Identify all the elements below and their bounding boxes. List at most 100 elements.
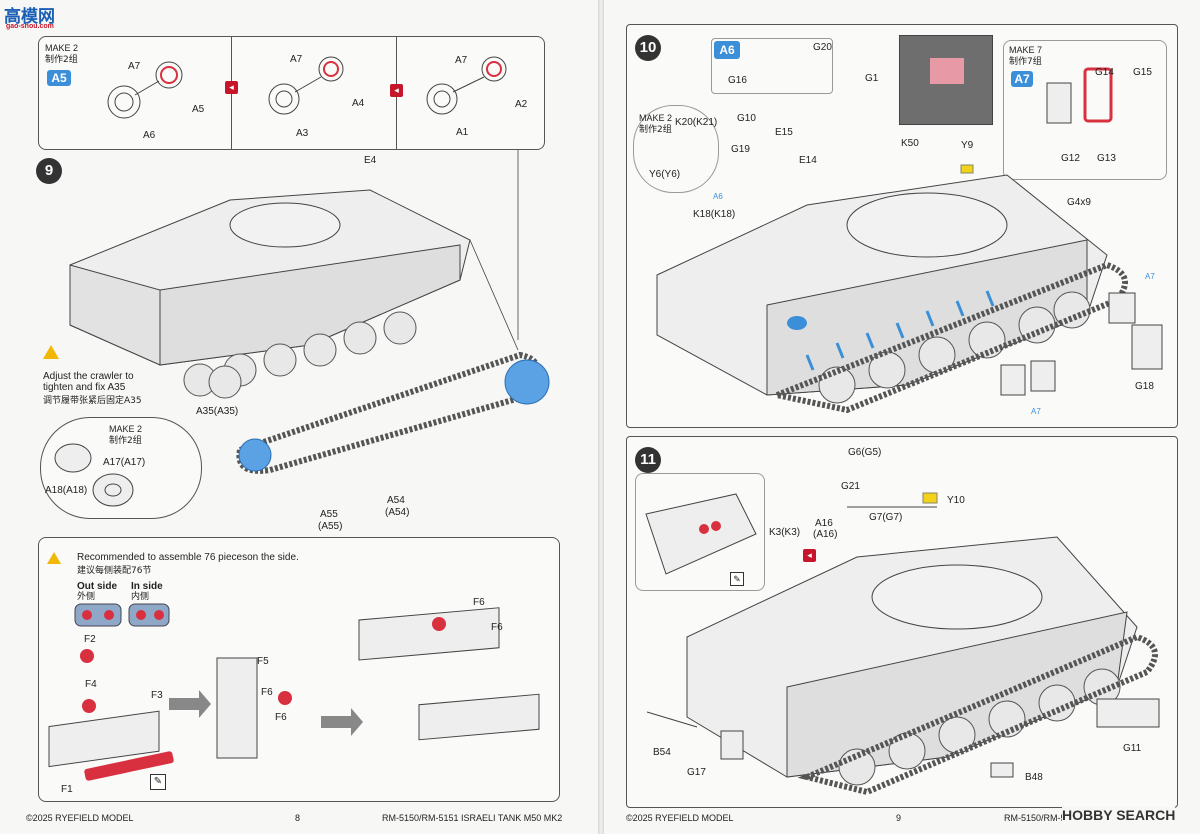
make2-box (633, 105, 719, 193)
a6-box (711, 38, 833, 94)
part-g16: G16 (728, 75, 747, 86)
out-side-label: Out side (77, 581, 118, 592)
part-k20: K20(K21) (675, 117, 718, 128)
part-a7: A7 (455, 55, 468, 66)
part-k18: K18(K18) (693, 209, 736, 220)
part-a4: A4 (352, 98, 365, 109)
part-a7: A7 (128, 61, 141, 72)
part-g4x9: G4x9 (1067, 197, 1091, 208)
swap-arrow-icon: ◂ (390, 84, 403, 97)
part-f2: F2 (84, 634, 96, 645)
step-number-11: 11 (635, 447, 661, 473)
part-k3: K3(K3) (769, 527, 801, 538)
recommend-text-cn: 建议每侧装配76节 (77, 566, 152, 576)
hull-track-illustration (69, 150, 550, 474)
part-a6: A6 (143, 130, 156, 141)
reference-photo (899, 35, 993, 125)
part-g17: G17 (687, 767, 706, 778)
part-a3: A3 (296, 128, 309, 139)
footer-page-number: 9 (896, 813, 902, 823)
sprocket-illustrations (107, 56, 507, 119)
part-f6: F6 (491, 622, 503, 633)
warning-text-en-2: tighten and fix A35 (43, 382, 126, 393)
part-a55: A55 (320, 509, 338, 520)
right-page: 10 A6 MAKE 7 制作7组 A7 MAKE 2 制作2组 (604, 0, 1200, 834)
step-number-9: 9 (36, 158, 62, 184)
part-a18: A18(A18) (45, 485, 88, 496)
hull-detail-illustration (645, 493, 757, 575)
part-g10: G10 (737, 113, 756, 124)
warning-text-en-1: Adjust the crawler to (43, 371, 134, 382)
make-label-cn: 制作2组 (45, 55, 78, 65)
inset-make-cn: 制作2组 (109, 436, 142, 446)
part-y9: Y9 (961, 140, 974, 151)
glue-icon: ✎ (150, 774, 166, 790)
part-k50: K50 (901, 138, 919, 149)
part-g21: G21 (841, 481, 860, 492)
part-badge-a7: A7 (1011, 71, 1033, 87)
part-g1: G1 (865, 73, 879, 84)
inset-make: MAKE 2 (109, 424, 143, 434)
sprocket-icon (107, 56, 507, 119)
site-logo: 高模网 gao-shou.com (4, 2, 76, 32)
step-10-panel: 10 A6 MAKE 7 制作7组 A7 MAKE 2 制作2组 (626, 24, 1178, 428)
make2-label: MAKE 2 (639, 113, 673, 123)
swap-arrow-icon: ◂ (803, 549, 816, 562)
make7-cn: 制作7组 (1009, 57, 1042, 67)
part-f1: F1 (61, 784, 73, 795)
part-a6-small: A6 (713, 192, 723, 201)
part-b48: B48 (1025, 772, 1043, 783)
warning-icon (47, 552, 61, 564)
part-b54: B54 (653, 747, 671, 758)
part-g6: G6(G5) (848, 447, 882, 458)
swap-arrow-icon: ◂ (225, 81, 238, 94)
part-g19: G19 (731, 144, 750, 155)
glue-icon: ✎ (730, 572, 744, 586)
part-g11: G11 (1123, 743, 1142, 754)
part-badge-a5: A5 (47, 70, 71, 86)
part-a35: A35(A35) (196, 406, 239, 417)
footer-copyright: ©2025 RYEFIELD MODEL (26, 813, 134, 823)
part-a16-paren: (A16) (813, 529, 838, 540)
part-a55-paren: (A55) (318, 521, 343, 532)
logo-text: 高模网 (4, 7, 55, 27)
part-g20: G20 (813, 42, 832, 53)
wheel-inset: MAKE 2 制作2组 A17(A17) A18(A18) (40, 417, 202, 519)
part-g14: G14 (1095, 67, 1114, 78)
track-assembly-panel: Recommended to assemble 76 pieceson the … (38, 537, 560, 802)
make-label: MAKE 2 (45, 43, 79, 53)
make2-cn: 制作2组 (639, 125, 672, 135)
part-g12: G12 (1061, 153, 1080, 164)
watermark: HOBBY SEARCH (1062, 807, 1176, 823)
a7-box (1003, 40, 1167, 180)
part-g13: G13 (1097, 153, 1116, 164)
part-g7: G7(G7) (869, 512, 903, 523)
step-number-10: 10 (635, 35, 661, 61)
part-a7-small: A7 (1031, 407, 1041, 416)
part-a7: A7 (290, 54, 303, 65)
step11-tank-illustration (646, 492, 1160, 796)
part-y6: Y6(Y6) (649, 169, 681, 180)
in-side-cn: 内侧 (131, 592, 150, 602)
part-a1: A1 (456, 127, 469, 138)
part-a16: A16 (815, 518, 833, 529)
track-link-illustrations (48, 603, 540, 781)
footer-copyright: ©2025 RYEFIELD MODEL (626, 813, 734, 823)
warning-icon (43, 345, 59, 359)
warning-text-cn: 调节履带张紧后固定A35 (43, 396, 142, 406)
part-f6: F6 (275, 712, 287, 723)
part-f3: F3 (151, 690, 163, 701)
road-wheel-icon (54, 443, 134, 507)
footer-title: RM-5150/RM-5151 ISRAELI TANK M50 MK2 (382, 813, 563, 823)
out-side-cn: 外侧 (77, 592, 96, 602)
part-f6: F6 (473, 597, 485, 608)
in-side-label: In side (131, 581, 163, 592)
part-a17: A17(A17) (103, 457, 146, 468)
part-a5: A5 (192, 104, 205, 115)
page-gutter (598, 0, 604, 834)
part-badge-a6: A6 (714, 41, 740, 59)
part-a2: A2 (515, 99, 528, 110)
footer-page-number: 8 (295, 813, 301, 823)
left-page: 高模网 gao-shou.com MAKE 2 制作2组 A5 A7 A5 A6… (0, 0, 598, 834)
step-11-panel: 11 ✎ (626, 436, 1178, 808)
